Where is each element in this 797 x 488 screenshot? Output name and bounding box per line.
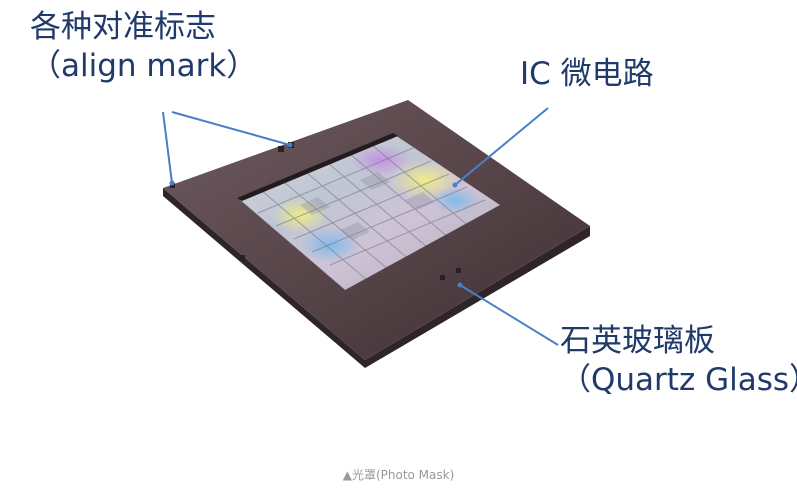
figure-caption: ▲光罩(Photo Mask) (342, 468, 455, 482)
quartz-glass-label-cn: 石英玻璃板 (560, 323, 715, 359)
ic-label: IC 微电路 (520, 56, 654, 92)
align-mark-label-en: （align mark） (30, 47, 258, 84)
quartz-pointer (459, 284, 559, 346)
pointer-lines (162, 107, 559, 346)
quartz-glass-label-en: （Quartz Glass） (560, 361, 797, 398)
plate-edge (163, 188, 590, 368)
align-mark-pointer-right (171, 111, 291, 146)
align-mark-label-cn: 各种对准标志 (30, 9, 216, 45)
quartz-glass-label: 石英玻璃板 （Quartz Glass） (560, 322, 797, 400)
align-mark-pointer-left (162, 111, 173, 184)
align-mark-label: 各种对准标志 （align mark） (30, 8, 257, 86)
ic-pattern-window (237, 133, 500, 290)
ic-pointer (454, 107, 549, 186)
